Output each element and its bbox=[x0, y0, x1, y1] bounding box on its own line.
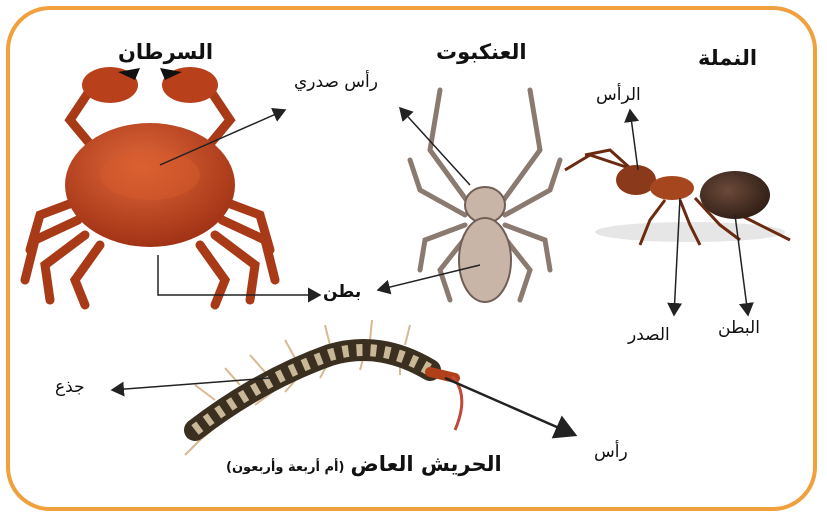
ant-name: النملة bbox=[698, 46, 757, 70]
spider-head-label: رأس صدري bbox=[294, 72, 378, 92]
centipede-trunk-label: جذع bbox=[55, 377, 85, 397]
spider-name: العنكبوت bbox=[436, 40, 527, 64]
ant-illustration bbox=[565, 150, 790, 245]
ant-head-label: الرأس bbox=[596, 85, 641, 105]
centipede-head-label: رأس bbox=[594, 442, 628, 462]
centipede-illustration bbox=[185, 320, 462, 455]
ant-thorax-label: الصدر bbox=[628, 325, 670, 345]
centipede-name: الحريش العاض bbox=[350, 452, 501, 476]
crab-name: السرطان bbox=[118, 40, 213, 64]
centipede-name-note: (أم أربعة وأربعون) bbox=[226, 460, 344, 475]
spider-abdomen-label: بطن bbox=[323, 282, 361, 302]
crab-illustration bbox=[25, 67, 275, 305]
spider-illustration bbox=[410, 90, 560, 302]
ant-abdomen-label: البطن bbox=[718, 318, 760, 338]
centipede-caption: الحريش العاض (أم أربعة وأربعون) bbox=[226, 452, 502, 476]
